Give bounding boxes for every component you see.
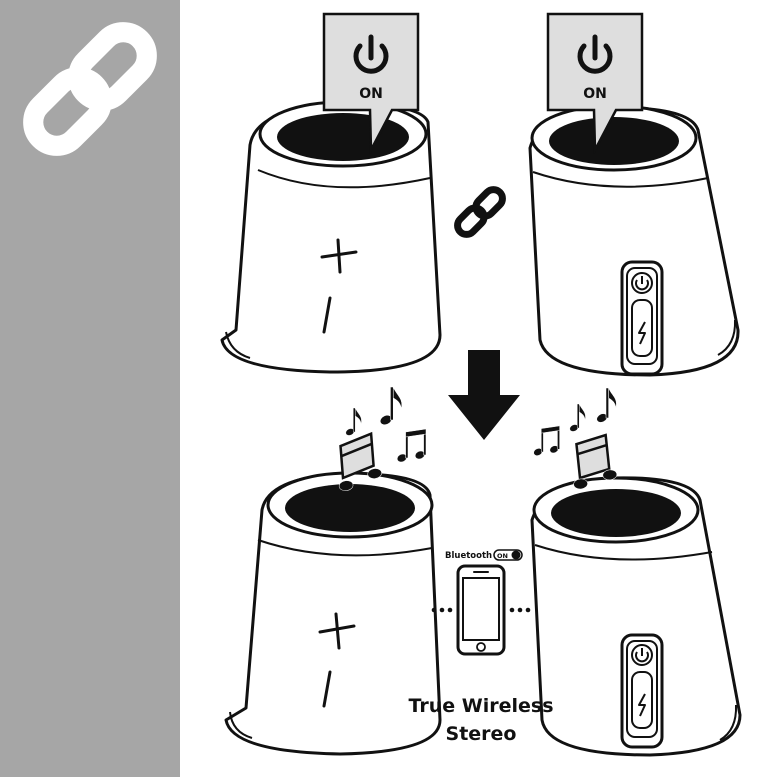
speaker-top-right bbox=[528, 104, 740, 377]
diagram-area: ON ON bbox=[180, 0, 759, 777]
power-button-icon bbox=[631, 644, 653, 666]
link-icon bbox=[23, 22, 157, 156]
volume-down-icon bbox=[322, 296, 332, 334]
speaker-top-left bbox=[220, 100, 442, 374]
power-icon bbox=[353, 34, 389, 74]
callout-power-on-right: ON bbox=[546, 12, 644, 155]
callout-power-on-left: ON bbox=[322, 12, 420, 155]
wireless-connection-left bbox=[431, 607, 453, 613]
speaker-bottom-left bbox=[224, 471, 442, 756]
wireless-connection-right bbox=[509, 607, 531, 613]
link-icon bbox=[454, 186, 506, 238]
power-on-label: ON bbox=[583, 86, 607, 102]
arrow-down-icon bbox=[448, 350, 520, 440]
volume-down-icon bbox=[322, 670, 332, 708]
tws-caption-line1: True Wireless bbox=[408, 695, 553, 717]
power-on-label: ON bbox=[359, 86, 383, 102]
power-icon bbox=[577, 34, 613, 74]
tws-caption-line2: Stereo bbox=[446, 723, 517, 745]
smartphone bbox=[456, 564, 506, 656]
music-notes-right bbox=[532, 387, 618, 490]
sidebar-panel bbox=[0, 0, 180, 777]
charge-icon bbox=[638, 693, 646, 717]
power-button-icon bbox=[631, 272, 653, 294]
bluetooth-label: Bluetooth bbox=[445, 551, 492, 561]
music-notes-left bbox=[338, 386, 427, 491]
speaker-bottom-right bbox=[530, 476, 742, 757]
volume-up-icon bbox=[320, 238, 358, 274]
bluetooth-toggle-label: ON bbox=[497, 552, 508, 560]
bluetooth-toggle[interactable]: ON bbox=[493, 549, 523, 561]
charge-icon bbox=[638, 321, 646, 345]
volume-up-icon bbox=[318, 612, 356, 650]
